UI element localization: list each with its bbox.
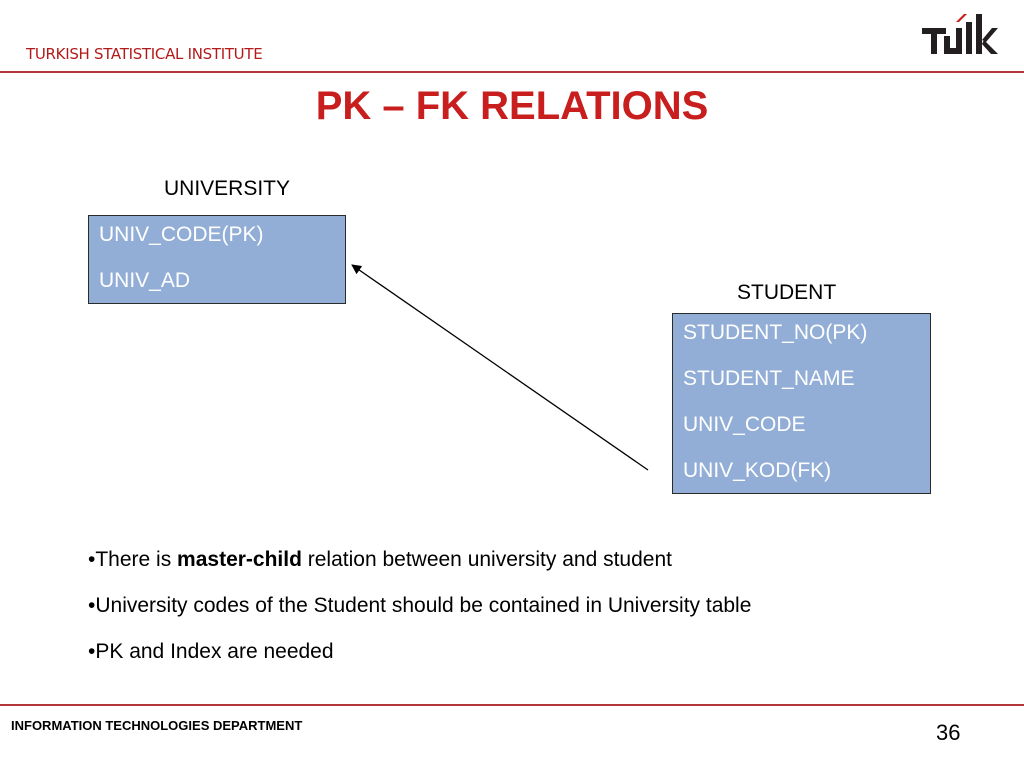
university-table-label: UNIVERSITY bbox=[164, 177, 291, 200]
student-field: UNIV_CODE bbox=[683, 413, 806, 436]
student-table-label: STUDENT bbox=[737, 281, 837, 304]
university-field: UNIV_CODE(PK) bbox=[99, 223, 264, 246]
page-number: 36 bbox=[936, 720, 961, 745]
bullet-item: •There is master-child relation between … bbox=[88, 548, 672, 571]
university-table: UNIV_CODE(PK) UNIV_AD bbox=[88, 215, 346, 304]
department-name: INFORMATION TECHNOLOGIES DEPARTMENT bbox=[11, 718, 303, 733]
bullet-list: •There is master-child relation between … bbox=[88, 547, 751, 685]
tuik-logo-icon bbox=[922, 14, 998, 54]
footer-divider bbox=[0, 704, 1024, 706]
header-divider bbox=[0, 71, 1024, 73]
organization-name: TURKISH STATISTICAL INSTITUTE bbox=[26, 45, 263, 63]
student-table: STUDENT_NO(PK) STUDENT_NAME UNIV_CODE UN… bbox=[672, 313, 931, 494]
student-field: STUDENT_NAME bbox=[683, 367, 855, 390]
student-field: STUDENT_NO(PK) bbox=[683, 321, 868, 344]
bullet-item: •University codes of the Student should … bbox=[88, 594, 752, 617]
bullet-item: •PK and Index are needed bbox=[88, 640, 334, 663]
student-field: UNIV_KOD(FK) bbox=[683, 459, 832, 482]
university-field: UNIV_AD bbox=[99, 269, 191, 292]
slide-title: PK – FK RELATIONS bbox=[315, 84, 709, 128]
